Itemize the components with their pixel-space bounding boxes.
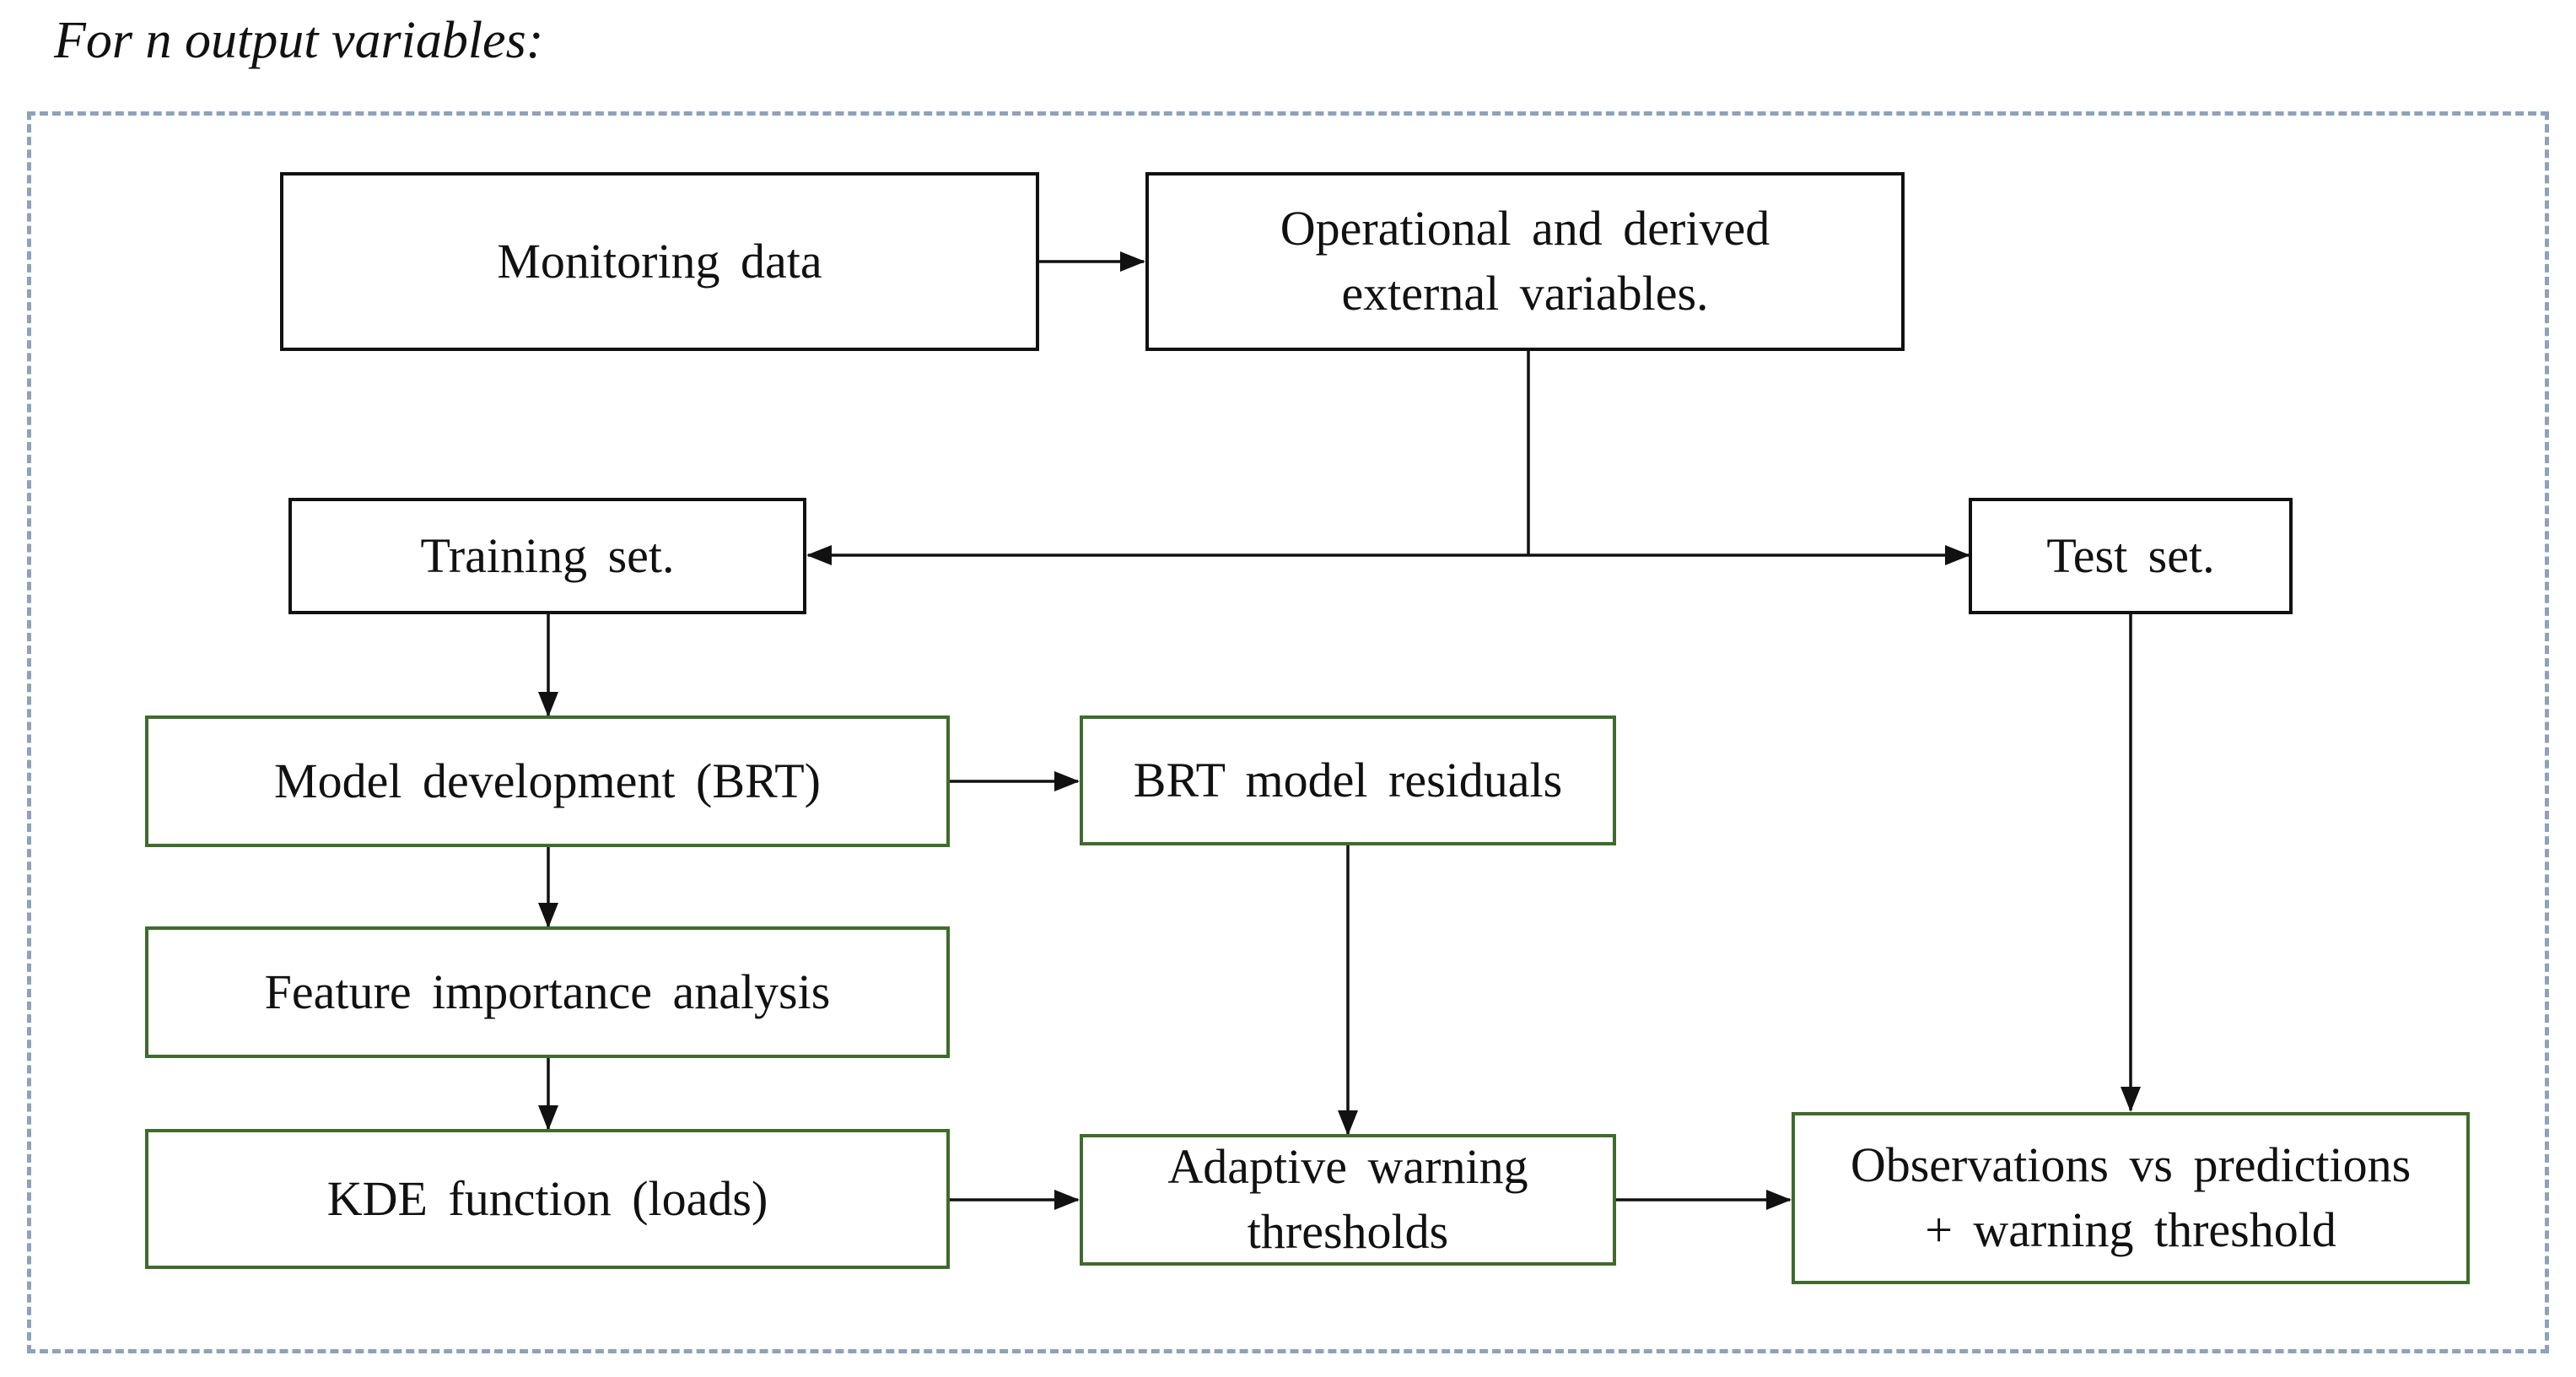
- operational-variables-box: Operational and derived external variabl…: [1145, 172, 1905, 351]
- feature-importance-box: Feature importance analysis: [145, 926, 950, 1058]
- adaptive-thresholds-line1: Adaptive warning: [1167, 1139, 1528, 1195]
- operational-variables-line1: Operational and derived: [1280, 201, 1770, 256]
- observations-predictions-line2: + warning threshold: [1925, 1202, 2336, 1257]
- kde-function-box: KDE function (loads): [145, 1129, 950, 1269]
- monitoring-data-box: Monitoring data: [280, 172, 1039, 351]
- brt-residuals-box: BRT model residuals: [1080, 716, 1616, 845]
- feature-importance-label: Feature importance analysis: [264, 964, 831, 1019]
- test-set-label: Test set.: [2046, 527, 2215, 583]
- diagram-caption: For n output variables:: [54, 12, 544, 69]
- brt-residuals-label: BRT model residuals: [1133, 752, 1563, 807]
- training-set-box: Training set.: [288, 498, 806, 614]
- operational-variables-line2: external variables.: [1341, 266, 1709, 321]
- model-development-label: Model development (BRT): [274, 753, 821, 808]
- training-set-label: Training set.: [420, 527, 675, 583]
- observations-predictions-line1: Observations vs predictions: [1850, 1137, 2412, 1193]
- kde-function-label: KDE function (loads): [326, 1170, 768, 1226]
- model-development-box: Model development (BRT): [145, 716, 950, 847]
- dashed-frame: [27, 111, 2549, 1353]
- adaptive-thresholds-line2: thresholds: [1247, 1204, 1449, 1259]
- observations-predictions-box: Observations vs predictions + warning th…: [1792, 1112, 2470, 1284]
- monitoring-data-label: Monitoring data: [497, 233, 822, 289]
- test-set-box: Test set.: [1969, 498, 2293, 614]
- adaptive-thresholds-box: Adaptive warning thresholds: [1080, 1134, 1616, 1266]
